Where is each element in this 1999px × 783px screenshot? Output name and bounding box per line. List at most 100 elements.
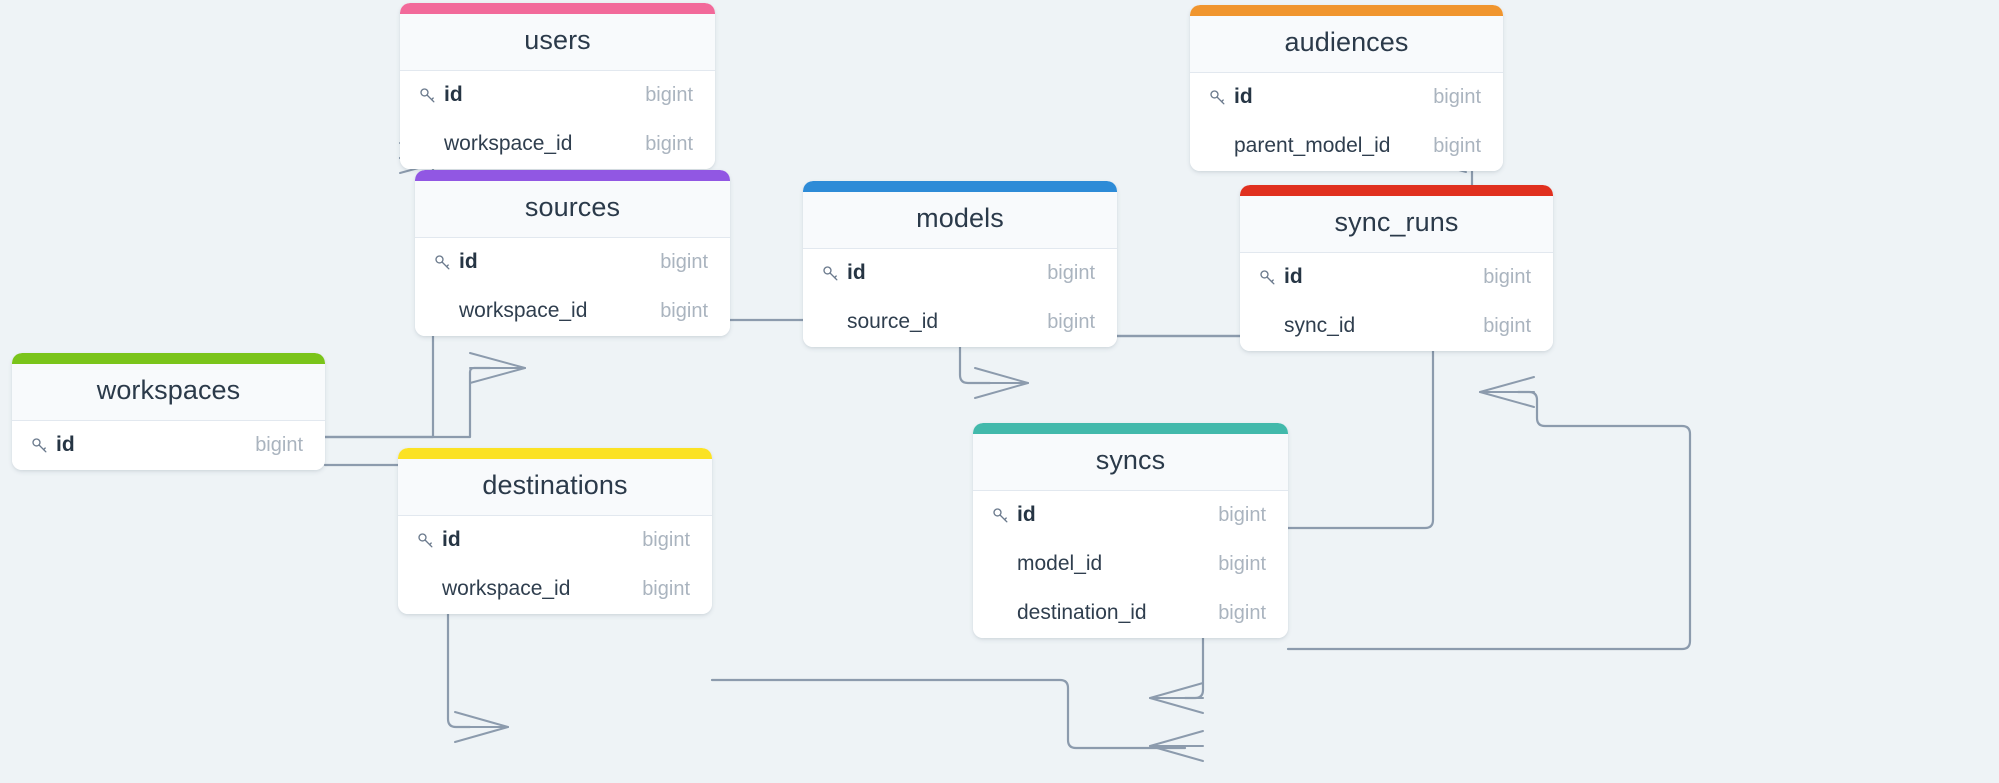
key-icon (433, 253, 452, 272)
crowfoot-models (974, 367, 1029, 399)
er-column-row[interactable]: workspace_id bigint (398, 564, 712, 614)
er-column-type: bigint (645, 83, 693, 106)
er-column-row[interactable]: workspace_id bigint (415, 286, 730, 336)
er-column-name: id (1234, 85, 1253, 109)
crowfoot-syncruns (1479, 376, 1535, 408)
er-column-type: bigint (1483, 265, 1531, 288)
er-column-name: parent_model_id (1234, 134, 1391, 158)
key-icon-placeholder (418, 135, 437, 154)
key-icon-placeholder (416, 580, 435, 599)
er-column-type: bigint (1218, 503, 1266, 526)
key-icon-placeholder (433, 302, 452, 321)
key-icon (821, 264, 840, 283)
key-icon (416, 531, 435, 550)
edge-syncs-syncruns (1286, 390, 1692, 651)
er-table-accent-bar-users (400, 3, 715, 14)
er-column-type: bigint (645, 132, 693, 155)
er-column-row[interactable]: id bigint (803, 248, 1117, 298)
er-column-row[interactable]: id bigint (400, 70, 715, 120)
er-table-audiences[interactable]: audiences id bigint parent_model_id bigint (1190, 5, 1503, 171)
er-table-title-users: users (400, 14, 715, 71)
er-table-accent-bar-workspaces (12, 353, 325, 364)
er-column-type: bigint (660, 250, 708, 273)
er-column-left: id (30, 433, 75, 457)
er-column-left: workspace_id (416, 577, 570, 601)
er-table-accent-bar-audiences (1190, 5, 1503, 16)
er-column-name: id (847, 261, 866, 285)
edge-workspaces-sources (323, 366, 492, 439)
er-column-left: workspace_id (433, 299, 587, 323)
er-column-row[interactable]: parent_model_id bigint (1190, 121, 1503, 171)
er-column-name: source_id (847, 310, 939, 334)
er-table-title-sync_runs: sync_runs (1240, 196, 1553, 253)
er-column-row[interactable]: workspace_id bigint (400, 119, 715, 169)
er-column-type: bigint (642, 577, 690, 600)
key-icon-placeholder (1258, 317, 1277, 336)
er-column-row[interactable]: model_id bigint (973, 539, 1288, 589)
key-icon-placeholder (821, 313, 840, 332)
er-column-type: bigint (1433, 85, 1481, 108)
er-table-accent-bar-destinations (398, 448, 712, 459)
er-table-sources[interactable]: sources id bigint workspace_id bigint (415, 170, 730, 336)
er-column-row[interactable]: id bigint (1240, 252, 1553, 302)
key-icon-placeholder (991, 555, 1010, 574)
er-column-row[interactable]: id bigint (973, 490, 1288, 540)
key-icon (418, 86, 437, 105)
er-table-users[interactable]: users id bigint workspace_id bigint (400, 3, 715, 169)
er-column-type: bigint (1047, 310, 1095, 333)
er-column-type: bigint (1047, 261, 1095, 284)
er-table-title-workspaces: workspaces (12, 364, 325, 421)
er-column-left: workspace_id (418, 132, 572, 156)
er-column-name: destination_id (1017, 601, 1147, 625)
er-column-left: sync_id (1258, 314, 1355, 338)
er-column-type: bigint (1218, 601, 1266, 624)
er-column-row[interactable]: destination_id bigint (973, 588, 1288, 638)
crowfoot-syncs-destination (1149, 730, 1204, 762)
er-table-title-destinations: destinations (398, 459, 712, 516)
er-table-destinations[interactable]: destinations id bigint workspace_id bigint (398, 448, 712, 614)
er-column-type: bigint (1483, 314, 1531, 337)
er-column-type: bigint (642, 528, 690, 551)
er-column-name: workspace_id (442, 577, 571, 601)
er-table-title-sources: sources (415, 181, 730, 238)
er-column-left: id (416, 528, 461, 552)
er-column-name: id (459, 250, 478, 274)
key-icon-placeholder (1208, 137, 1227, 156)
er-column-type: bigint (1433, 134, 1481, 157)
er-column-name: id (56, 433, 75, 457)
er-column-name: sync_id (1284, 314, 1356, 338)
er-table-accent-bar-sync_runs (1240, 185, 1553, 196)
er-column-name: model_id (1017, 552, 1103, 576)
er-column-row[interactable]: id bigint (415, 237, 730, 287)
er-column-left: destination_id (991, 601, 1147, 625)
er-table-accent-bar-models (803, 181, 1117, 192)
er-column-row[interactable]: source_id bigint (803, 297, 1117, 347)
er-column-row[interactable]: sync_id bigint (1240, 301, 1553, 351)
er-column-name: workspace_id (459, 299, 588, 323)
er-column-type: bigint (1218, 552, 1266, 575)
crowfoot-sources (469, 352, 526, 384)
er-column-left: id (1258, 265, 1303, 289)
er-column-left: parent_model_id (1208, 134, 1390, 158)
er-column-row[interactable]: id bigint (398, 515, 712, 565)
er-column-left: id (418, 83, 463, 107)
er-column-left: id (433, 250, 478, 274)
er-column-left: source_id (821, 310, 938, 334)
er-table-title-syncs: syncs (973, 434, 1288, 491)
er-column-left: model_id (991, 552, 1102, 576)
crowfoot-syncs-model (1149, 682, 1204, 714)
er-column-name: id (442, 528, 461, 552)
er-column-row[interactable]: id bigint (1190, 72, 1503, 122)
er-column-left: id (1208, 85, 1253, 109)
key-icon (1208, 88, 1227, 107)
er-column-left: id (821, 261, 866, 285)
er-column-left: id (991, 503, 1036, 527)
er-table-title-audiences: audiences (1190, 16, 1503, 73)
edge-destinations-syncs (710, 678, 1187, 750)
er-column-type: bigint (660, 299, 708, 322)
